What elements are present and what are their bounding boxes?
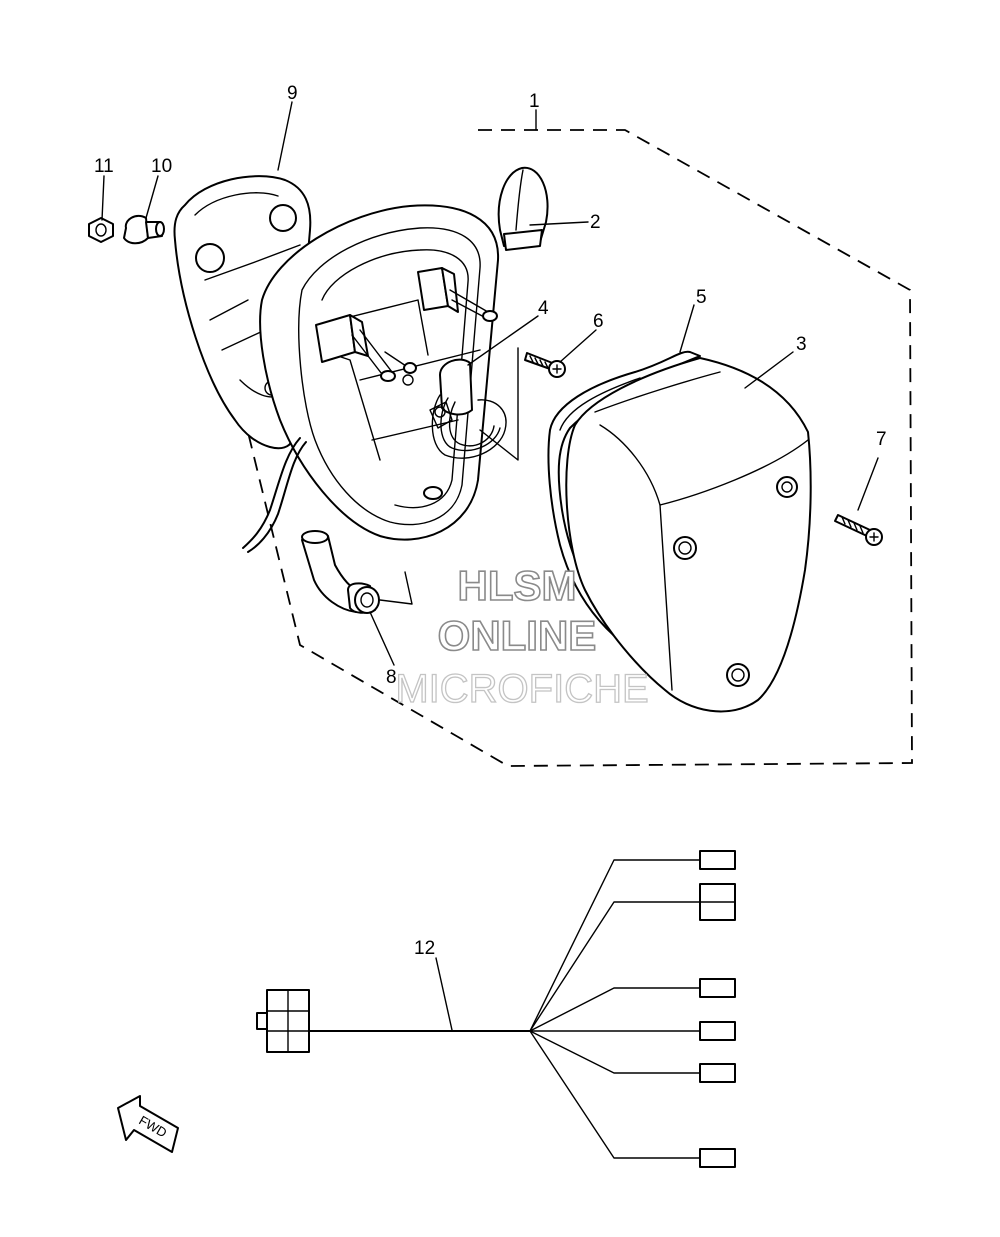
callout-11: 11 — [94, 156, 114, 177]
part-3-lens[interactable] — [565, 357, 812, 713]
part-7-screw[interactable] — [834, 514, 883, 546]
callout-7: 7 — [876, 429, 887, 450]
watermark-line-1: HLSM — [458, 562, 577, 609]
part-8-grommet[interactable] — [301, 530, 413, 614]
lamp-housing[interactable] — [242, 204, 500, 553]
part-4-socket[interactable] — [429, 358, 507, 459]
leader-lines — [101, 101, 879, 1031]
callout-6: 6 — [593, 311, 604, 332]
callout-9: 9 — [287, 83, 298, 104]
callout-1: 1 — [529, 91, 540, 112]
fwd-arrow-icon: FWD — [117, 1095, 179, 1153]
watermark: HLSM ONLINE MICROFICHE — [395, 561, 650, 711]
callout-12: 12 — [414, 938, 435, 959]
part-12-wire-harness[interactable] — [256, 850, 736, 1168]
callout-4: 4 — [538, 298, 549, 319]
watermark-line-2: ONLINE — [438, 612, 597, 659]
assembly-boundary — [244, 129, 913, 767]
watermark-line-3: MICROFICHE — [395, 667, 648, 711]
callout-5: 5 — [696, 287, 707, 308]
bracket-line-6 — [479, 347, 519, 461]
part-2-bulb[interactable] — [497, 166, 549, 251]
callout-10: 10 — [151, 156, 172, 177]
part-6-screw[interactable] — [524, 352, 566, 378]
callout-2: 2 — [590, 212, 601, 233]
part-10-collar[interactable] — [123, 214, 165, 245]
callout-8: 8 — [386, 667, 397, 688]
part-11-nut[interactable] — [88, 217, 114, 243]
callout-3: 3 — [796, 334, 807, 355]
